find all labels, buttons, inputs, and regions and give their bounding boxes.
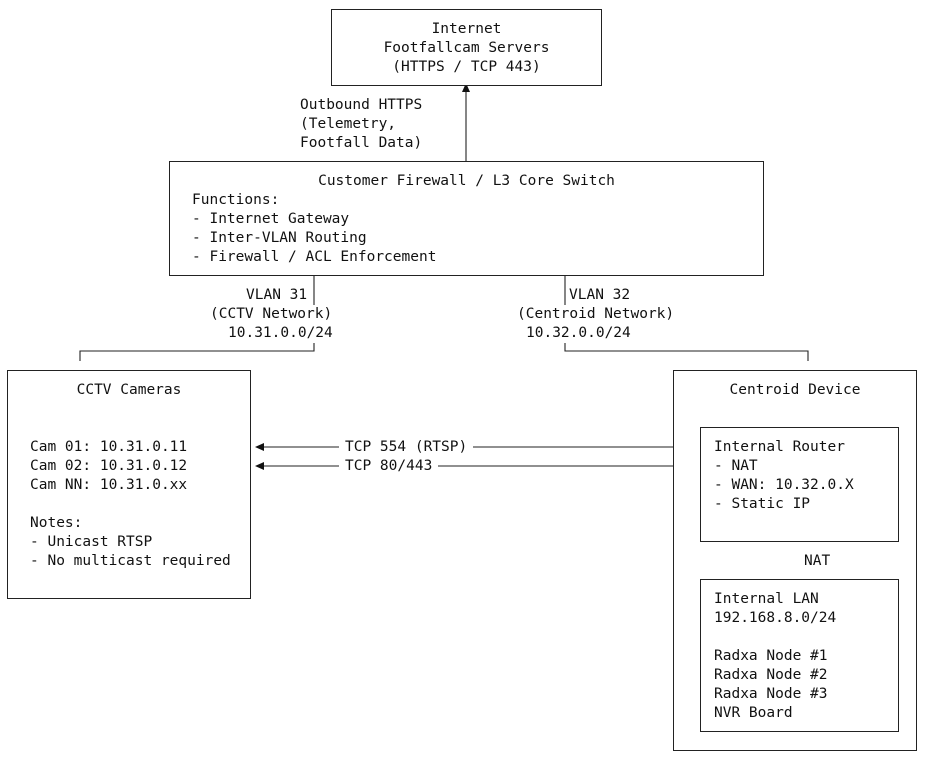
internal-lan-box: Internal LAN 192.168.8.0/24 Radxa Node #… — [700, 579, 899, 732]
router-title: Internal Router — [714, 439, 845, 455]
vlan31-network: (CCTV Network) — [210, 305, 333, 324]
vlan32-name: VLAN 32 — [569, 286, 631, 305]
cctv-notes-heading: Notes: — [30, 515, 83, 531]
rtsp-link-label: TCP 554 (RTSP) — [339, 438, 474, 457]
cctv-title: CCTV Cameras — [76, 382, 182, 398]
router-item: - WAN: 10.32.0.X — [714, 477, 854, 493]
lan-subnet: 192.168.8.0/24 — [714, 610, 837, 626]
firewall-title: Customer Firewall / L3 Core Switch — [318, 173, 615, 189]
router-item: - Static IP — [714, 496, 811, 512]
firewall-box: Customer Firewall / L3 Core Switch Funct… — [169, 161, 764, 276]
router-item: - NAT — [714, 458, 758, 474]
internet-label: Internet — [431, 21, 502, 37]
camera-entry: Cam 02: 10.31.0.12 — [30, 458, 188, 474]
vlan32-network: (Centroid Network) — [517, 305, 675, 324]
cctv-note-item: - Unicast RTSP — [30, 534, 153, 550]
lan-node: Radxa Node #1 — [714, 648, 828, 664]
outbound-label-line1: Outbound HTTPS — [300, 97, 423, 113]
outbound-arrowhead — [462, 83, 470, 92]
internet-protocol-label: (HTTPS / TCP 443) — [392, 59, 541, 75]
centroid-title: Centroid Device — [729, 382, 861, 398]
lan-node: Radxa Node #2 — [714, 667, 828, 683]
vlan32-subnet: 10.32.0.0/24 — [526, 324, 631, 343]
firewall-function-item: - Firewall / ACL Enforcement — [192, 249, 437, 265]
http-arrowhead — [255, 462, 264, 470]
internet-servers-label: Footfallcam Servers — [383, 40, 550, 56]
internet-box: Internet Footfallcam Servers (HTTPS / TC… — [331, 9, 602, 86]
camera-entry: Cam NN: 10.31.0.xx — [30, 477, 188, 493]
http-link-label: TCP 80/443 — [339, 457, 439, 476]
firewall-function-item: - Internet Gateway — [192, 211, 350, 227]
lan-title: Internal LAN — [714, 591, 819, 607]
outbound-label-line3: Footfall Data) — [300, 135, 423, 151]
nat-label: NAT — [804, 553, 831, 569]
cctv-box: CCTV Cameras Cam 01: 10.31.0.11 Cam 02: … — [7, 370, 251, 599]
internal-router-box: Internal Router - NAT - WAN: 10.32.0.X -… — [700, 427, 899, 542]
firewall-functions-heading: Functions: — [192, 192, 280, 208]
lan-node: NVR Board — [714, 705, 793, 721]
cctv-note-item: - No multicast required — [30, 553, 231, 569]
outbound-label-line2: (Telemetry, — [300, 116, 397, 132]
vlan31-name: VLAN 31 — [246, 286, 308, 305]
camera-entry: Cam 01: 10.31.0.11 — [30, 439, 188, 455]
lan-node: Radxa Node #3 — [714, 686, 828, 702]
firewall-function-item: - Inter-VLAN Routing — [192, 230, 367, 246]
rtsp-arrowhead — [255, 443, 264, 451]
vlan31-subnet: 10.31.0.0/24 — [228, 324, 333, 343]
